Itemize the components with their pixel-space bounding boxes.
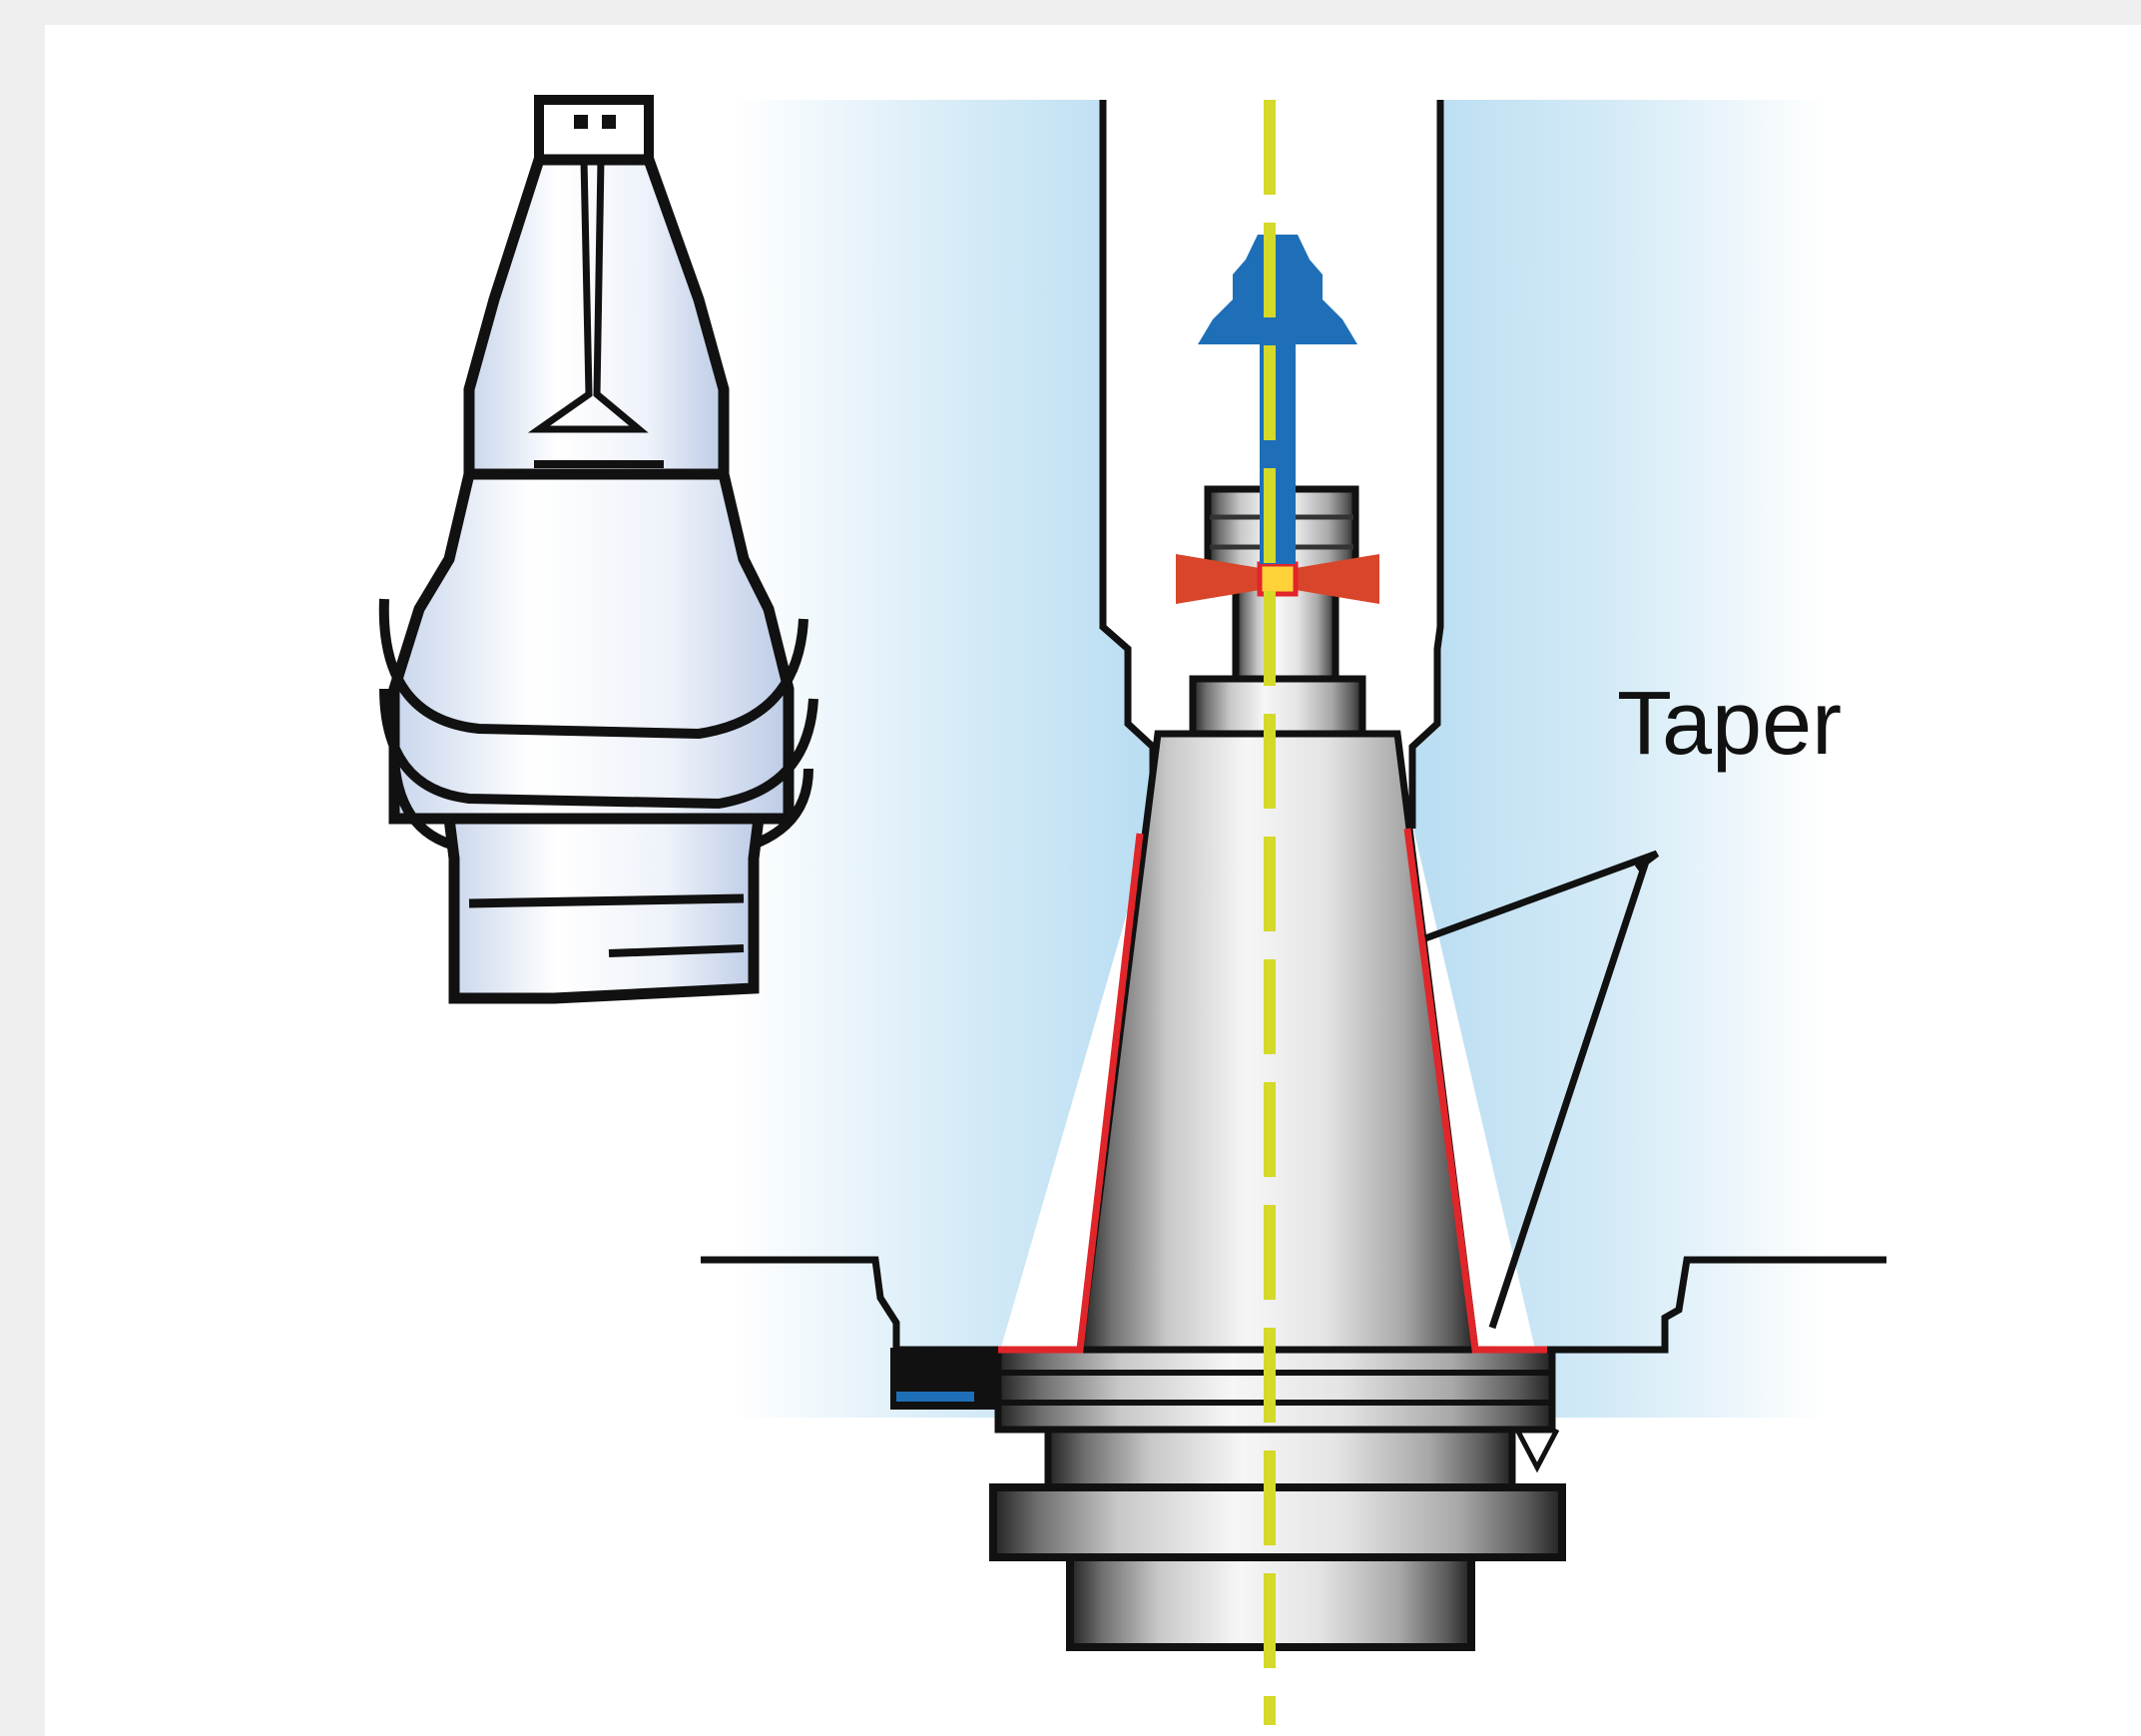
- spindle: [701, 100, 1886, 1418]
- spindle-right-fill: [1412, 100, 1827, 1418]
- inset-flange-ring-1: [378, 598, 808, 740]
- inset-taper-body: [388, 468, 795, 825]
- taper-label: Taper: [1617, 674, 1842, 774]
- taper-leader-lower: [1488, 857, 1651, 1330]
- flange-v-notch: [1514, 1428, 1560, 1473]
- spindle-face-right: [1545, 1256, 1886, 1354]
- arrow-head: [1198, 235, 1357, 344]
- taper-callout: Taper: [1423, 674, 1842, 1330]
- spindle-left-fill: [734, 100, 1153, 1418]
- flange-groove: [1044, 1426, 1516, 1491]
- inset-shank-line: [468, 893, 745, 908]
- taper-contact-right: [1403, 828, 1547, 1354]
- inset-stud-dot-1: [574, 115, 588, 129]
- inset-slot: [527, 159, 649, 433]
- drive-key-blue-mark: [896, 1392, 974, 1402]
- inset-flange-ring-2: [379, 688, 818, 810]
- drawbar-grip-right: [1290, 554, 1379, 604]
- flange-collar: [989, 1483, 1566, 1561]
- tool-holder-icon: [378, 95, 818, 1004]
- taper-contact-left: [998, 833, 1144, 1354]
- spindle-bore-right-outline: [1408, 100, 1444, 829]
- drawbar-grip: [1176, 554, 1379, 604]
- drawbar-grip-left: [1176, 554, 1266, 604]
- inset-stud-top: [534, 95, 654, 165]
- inset-stud-dot-2: [602, 115, 616, 129]
- inset-shank: [442, 813, 766, 1004]
- retention-knob-base: [1189, 675, 1366, 738]
- tool-holder: [989, 485, 1566, 1651]
- drawbar-grip-center: [1257, 561, 1299, 597]
- inset-shank-line-2: [608, 944, 745, 957]
